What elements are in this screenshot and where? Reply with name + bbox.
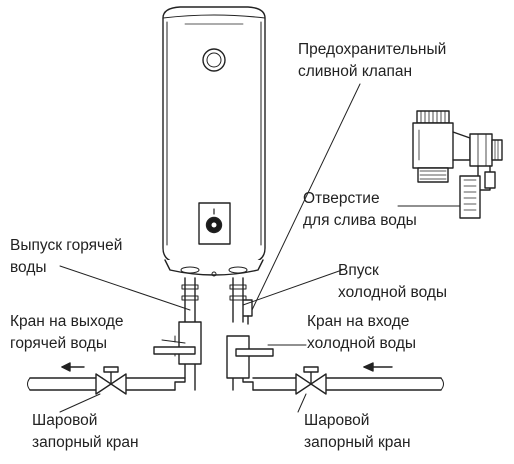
safety-drain-valve-small	[242, 299, 253, 325]
hot-water-tap[interactable]	[153, 321, 202, 365]
drain-hole-label-line2: для слива воды	[303, 212, 417, 229]
hot-flow-arrow-icon	[61, 362, 85, 372]
cold-flow-arrow-icon	[363, 362, 393, 372]
cold-water-tap[interactable]	[226, 335, 274, 379]
main-water-pipes	[27, 377, 444, 391]
drain-hole-label-line1: Отверстие	[303, 190, 380, 207]
hot-outlet-label-line1: Выпуск горячей	[10, 237, 122, 254]
ball-valve-right-label-line2: запорный кран	[304, 434, 411, 451]
hot-water-outlet-pipe	[174, 277, 199, 391]
cold-inlet-label-line1: Впуск	[338, 262, 379, 279]
safety-valve-label-line1: Предохранительный	[298, 41, 446, 58]
thermostat-knob-icon[interactable]	[198, 202, 231, 245]
safety-valve-label-line2: сливной клапан	[298, 63, 412, 80]
cold-inlet-label-line2: холодной воды	[338, 284, 447, 301]
cold-tap-label-line2: холодной воды	[307, 335, 416, 352]
ball-valve-left-label-line2: запорный кран	[32, 434, 139, 451]
cold-tap-label-line1: Кран на входе	[307, 313, 409, 330]
cold-inlet-pointer	[242, 269, 343, 306]
hot-outlet-label-line2: воды	[10, 259, 47, 276]
ball-valve-right-pointer	[297, 393, 307, 413]
ball-valve-left-pointer	[59, 393, 101, 413]
ball-valve-right-label-line1: Шаровой	[304, 412, 369, 429]
safety-valve-detail-icon	[251, 83, 503, 311]
ball-valve-left-icon[interactable]	[95, 366, 127, 395]
hot-tap-label-line1: Кран на выходе	[10, 313, 124, 330]
ball-valve-left-label-line1: Шаровой	[32, 412, 97, 429]
hot-outlet-pointer	[59, 265, 191, 311]
indicator-lamp-icon	[202, 48, 226, 72]
hot-tap-label-line2: горячей воды	[10, 335, 107, 352]
hot-tap-pointer	[161, 339, 186, 344]
water-heater-tank	[162, 6, 266, 277]
ball-valve-right-icon[interactable]	[295, 366, 327, 395]
